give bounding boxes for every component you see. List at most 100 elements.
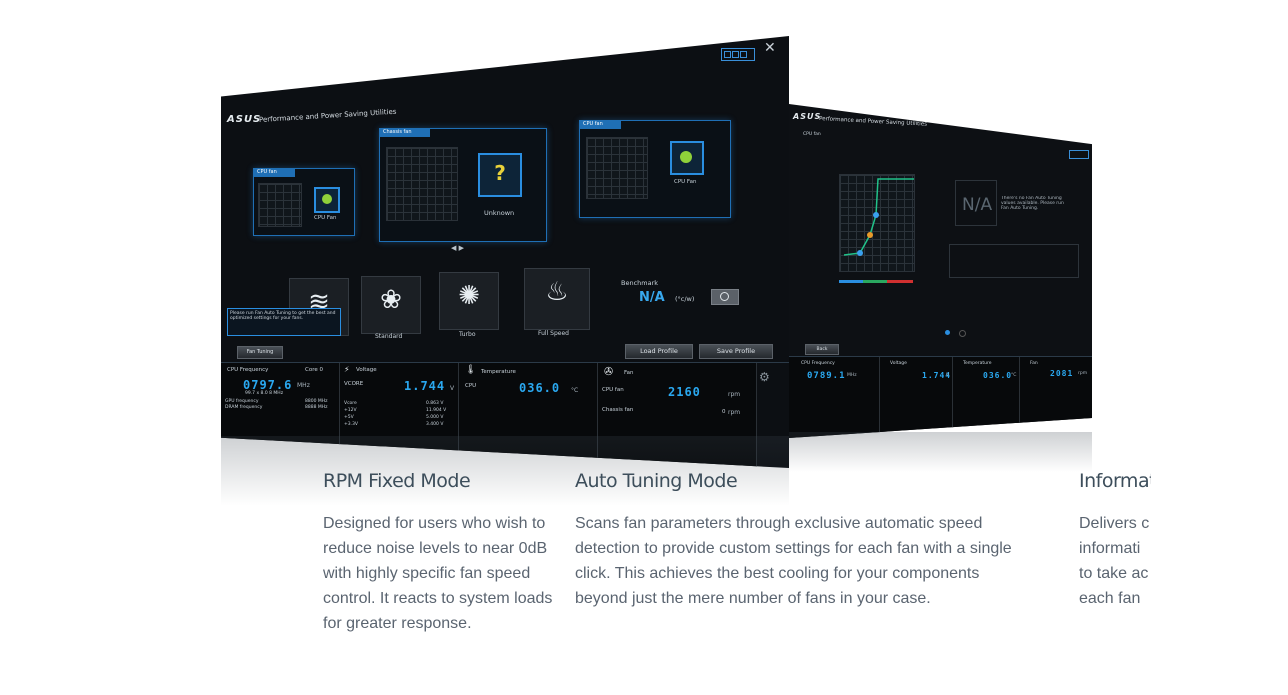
vcore-value: 0.863 V [426, 401, 444, 406]
settings-gear-icon[interactable]: ⚙ [759, 370, 770, 384]
lightning-icon: ⚡ [344, 365, 350, 374]
panel-title: Fan [1030, 361, 1038, 366]
fan-unit: rpm [1078, 371, 1088, 376]
fan-card-label: Unknown [484, 209, 515, 217]
load-profile-button[interactable]: Load Profile [625, 344, 693, 359]
panel-title: Temperature [963, 361, 992, 366]
temperature-label: CPU [465, 383, 477, 389]
back-button[interactable]: Back [805, 344, 839, 355]
mode-turbo-label: Turbo [459, 331, 476, 338]
cpu-frequency-unit: MHz [297, 382, 310, 389]
fan-card-chassis[interactable]: Chassis fan ? Unknown [379, 128, 547, 242]
fan-icon [670, 141, 704, 175]
carousel-arrows[interactable]: ◀ ▶ [451, 244, 464, 252]
voltage-value: 1.744 [922, 371, 952, 380]
window-title: Performance and Power Saving Utilities [258, 107, 397, 124]
feature-text-line: to take ac [1079, 565, 1149, 582]
cpu-fan-unit: rpm [728, 391, 741, 398]
chassis-fan-value: 0 [722, 409, 726, 415]
voltage-value: 1.744 [404, 379, 446, 393]
zone-bar-red [887, 280, 913, 283]
zone-bar-green [863, 280, 887, 283]
fan-card-cpu[interactable]: CPU fan CPU Fan [253, 168, 355, 236]
feature-text-auto-tuning: Scans fan parameters through exclusive a… [575, 515, 1012, 607]
fan-xpert-window-detail: ASUS Performance and Power Saving Utilit… [789, 104, 1092, 438]
window-reflection [221, 436, 789, 506]
feature-text-line: informati [1079, 540, 1141, 557]
fan-card-tab: Chassis fan [379, 128, 430, 137]
voltage-label: VCORE [344, 381, 364, 387]
mode-full-speed-label: Full Speed [538, 330, 569, 337]
grid-view-icon[interactable] [1069, 150, 1089, 159]
12v-value: 11.904 V [426, 408, 447, 413]
cpu-frequency-value: 0797.6 [243, 378, 293, 392]
fan-card-tab: CPU fan [579, 120, 621, 129]
fan-icon [314, 187, 340, 213]
close-icon[interactable]: ✕ [764, 40, 776, 56]
page-dot-active[interactable] [945, 330, 950, 335]
gpu-frequency-value: 8800 MHz [305, 399, 328, 404]
fan-tuning-button[interactable]: Fan Tuning [237, 346, 283, 359]
feature-title-auto-tuning: Auto Tuning Mode [575, 470, 738, 492]
3v3-value: 3.400 V [426, 422, 444, 427]
tooltip: Please run Fan Auto Tuning to get the be… [227, 308, 341, 336]
benchmark-search-icon[interactable] [711, 289, 739, 305]
temperature-unit: °C [571, 387, 579, 394]
page-dot[interactable] [959, 330, 966, 337]
fan-card-label: CPU Fan [674, 179, 697, 185]
fan-value: 2081 [1050, 369, 1074, 378]
temperature-value: 036.0 [983, 371, 1013, 380]
3v3-label: +3.3V [344, 422, 359, 427]
save-profile-button[interactable]: Save Profile [699, 344, 773, 359]
fan-curve-graph [839, 174, 915, 272]
temperature-panel[interactable]: Temperature 036.0 °C [953, 357, 1020, 438]
voltage-unit: V [946, 373, 950, 378]
mode-standard[interactable]: ❀ [361, 276, 421, 334]
mode-turbo[interactable]: ✺ [439, 272, 499, 330]
panel-title: CPU Frequency [227, 367, 269, 373]
fan-card-cpu-2[interactable]: CPU fan CPU Fan [579, 120, 731, 218]
fan-panel[interactable]: ✇ Fan CPU fan 2160 rpm Chassis fan 0 rpm [598, 363, 757, 468]
fan-card-tab: CPU fan [253, 168, 295, 177]
grid-view-icon[interactable] [721, 48, 755, 61]
feature-text-rpm-fixed: Designed for users who wish to reduce no… [323, 515, 553, 632]
feature-column-information: Informati Delivers c informati to take a… [1079, 470, 1151, 610]
benchmark-label: Benchmark [621, 279, 659, 287]
panel-title: Fan [624, 370, 634, 376]
fan-tab[interactable]: CPU fan [803, 132, 821, 137]
voltage-panel[interactable]: Voltage 1.744 V [880, 357, 953, 438]
panel-title: Temperature [481, 369, 516, 375]
cpu-fan-value: 2160 [668, 385, 701, 399]
info-text: There's no Fan Auto Tuning values availa… [1001, 196, 1064, 211]
panel-title: CPU Frequency [801, 361, 835, 366]
temperature-value: 036.0 [519, 381, 561, 395]
fan-curve-line [843, 178, 914, 256]
feature-text-line: Delivers c [1079, 515, 1150, 532]
core-selector[interactable]: Core 0 [305, 367, 323, 373]
panel-title: Voltage [356, 367, 377, 373]
temperature-panel[interactable]: 🌡 Temperature CPU 036.0 °C [459, 363, 598, 468]
cpu-frequency-unit: MHz [847, 373, 857, 378]
benchmark-value: N/A [639, 290, 665, 305]
dram-frequency-label: DRAM frequency [225, 405, 263, 410]
wind-icon: ❀ [380, 285, 402, 315]
thermometer-icon: 🌡 [465, 365, 477, 375]
fan-icon: ? [478, 153, 522, 197]
mode-full-speed[interactable]: ♨ [524, 268, 590, 330]
voltage-unit: V [450, 385, 455, 392]
cpu-frequency-value: 0789.1 [807, 371, 846, 381]
fan-card-label: CPU Fan [314, 215, 337, 221]
temperature-unit: °C [1011, 373, 1017, 378]
fan-panel[interactable]: Fan 2081 rpm [1020, 357, 1092, 438]
feature-title-information: Informati [1079, 470, 1151, 492]
feature-text-line: each fan [1079, 590, 1141, 607]
vcore-label: Vcore [344, 401, 357, 406]
window-reflection [789, 432, 1092, 472]
fan-table [949, 244, 1079, 278]
fan-curve-graph [586, 137, 648, 199]
cpu-fan-label: CPU fan [602, 387, 624, 393]
window-title: Performance and Power Saving Utilities [818, 116, 928, 128]
chassis-fan-unit: rpm [728, 409, 741, 416]
5v-value: 5.000 V [426, 415, 444, 420]
cpu-frequency-panel[interactable]: CPU Frequency 0789.1 MHz [789, 357, 880, 438]
